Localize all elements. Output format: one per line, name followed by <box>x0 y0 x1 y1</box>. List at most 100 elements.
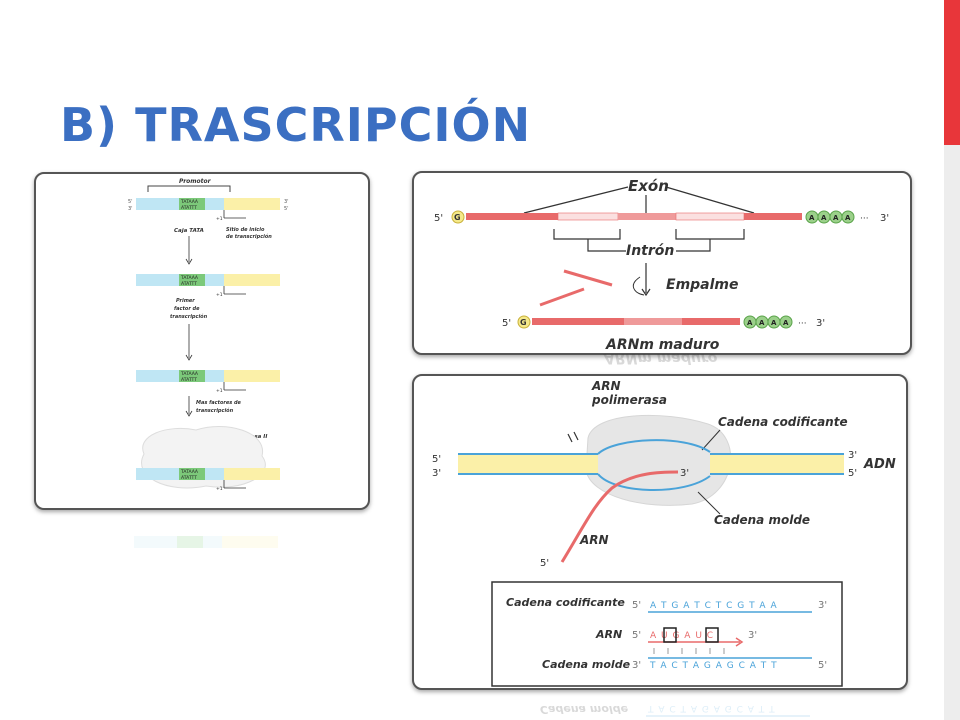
prime-3-right: 3' <box>284 199 289 205</box>
prime-5-right: 5' <box>848 468 857 479</box>
bubble-bottom-strand <box>597 473 711 491</box>
plus-one: +1 <box>216 292 223 298</box>
primer-factor-3: transcripción <box>170 313 208 320</box>
svg-text:Cadena molde: Cadena molde <box>540 703 629 716</box>
sequence-box <box>491 581 843 687</box>
exon-2 <box>618 213 676 220</box>
transcription-diagram: ARN polimerasa Cadena codificante 5' 3' … <box>432 379 896 687</box>
sitio-inicio-1: Sitio de inicio <box>226 227 265 233</box>
svg-text:A: A <box>845 214 851 222</box>
primer-factor-2: factor de <box>174 306 200 312</box>
prime-5-rna: 5' <box>540 558 549 569</box>
uracil-box-1 <box>663 627 677 643</box>
intron-1 <box>557 212 619 221</box>
rna-transcript <box>560 470 679 563</box>
side-bar <box>944 145 960 720</box>
slide-title: B) TRASCRIPCIÓN <box>60 98 532 152</box>
empalme-label: Empalme <box>666 277 739 293</box>
primer-factor-1: Primer <box>176 298 195 304</box>
dna-row-3: TATAAA ATATTT +1 Mas factores de transcr… <box>136 370 280 440</box>
seq-molde: T A C T A G A G C A T T <box>649 661 778 671</box>
seq-codificante: A T G A T C T C G T A A <box>650 601 778 611</box>
dna-row-1: TATAAA ATATTT 5' 3' 3' 5' +1 Caja TATA S… <box>128 198 289 265</box>
svg-text:5': 5' <box>632 600 641 611</box>
svg-text:3': 3' <box>816 318 825 329</box>
splicing-diagram: Exón 5' G A A A A ··· 3' Intrón <box>434 177 889 353</box>
svg-text:A: A <box>821 214 827 222</box>
mature-exon-3 <box>682 318 740 325</box>
poly-a-tail-mature: A A A A <box>743 315 793 329</box>
intron-2 <box>675 212 745 221</box>
svg-text:T A C T A G A G C A T T: T A C T A G A G C A T T <box>647 703 776 713</box>
svg-text:G: G <box>520 318 527 327</box>
box-bottom: ATATTT <box>181 475 197 481</box>
accent-bar <box>944 0 960 145</box>
transcription-reflection: Cadena molde T A C T A G A G C A T T <box>412 688 904 720</box>
mature-exon-1 <box>532 318 624 325</box>
prime-5: 5' <box>434 213 443 224</box>
poly-a-tail-top: A A A A <box>805 210 855 224</box>
box-top: TATAAA <box>180 371 199 377</box>
arn-polimerasa-2: polimerasa <box>591 393 667 407</box>
row-label-arn: ARN <box>595 628 622 641</box>
mature-exon-2 <box>624 318 682 325</box>
svg-text:A: A <box>833 214 839 222</box>
prime-5-mature: 5' <box>502 318 511 329</box>
box-bottom: ATATTT <box>181 281 197 287</box>
cadena-codificante-label: Cadena codificante <box>718 415 848 429</box>
box-top: TATAAA <box>180 275 199 281</box>
promoter-label: Promotor <box>179 178 212 185</box>
splicing-figure: Exón 5' G A A A A ··· 3' Intrón <box>412 171 912 355</box>
prime-5-left: 5' <box>432 454 441 465</box>
seq-arn: A U G A U C <box>650 631 714 641</box>
svg-text:A: A <box>809 214 815 222</box>
promoter-bracket <box>147 185 231 192</box>
caja-tata-label: Caja TATA <box>174 228 204 234</box>
svg-text:A: A <box>747 319 753 327</box>
arn-polimerasa-1: ARN <box>591 379 621 393</box>
adn-label: ADN <box>863 457 896 472</box>
dots: ··· <box>860 214 869 224</box>
prime-5: 5' <box>128 199 133 205</box>
bubble-top-strand <box>597 439 711 455</box>
exon-label: Exón <box>628 177 669 195</box>
svg-text:···: ··· <box>798 319 807 329</box>
mas-factores-2: transcripción <box>196 407 234 414</box>
box-bottom: ATATTT <box>181 205 197 211</box>
excised-intron-2 <box>539 287 585 307</box>
svg-text:A: A <box>771 319 777 327</box>
arn-label: ARN <box>579 533 609 547</box>
cadena-molde-label: Cadena molde <box>714 513 810 527</box>
transcription-figure: ARN polimerasa Cadena codificante 5' 3' … <box>412 374 908 690</box>
dna-right <box>710 454 844 474</box>
plus-one: +1 <box>216 216 223 222</box>
tata-box-diagram: Promotor TATAAA ATATTT 5' 3' 3' 5' +1 Ca… <box>128 178 289 492</box>
prime-3-right: 3' <box>848 450 857 461</box>
sitio-inicio-2: de transcripción <box>226 233 272 240</box>
prime-3-rna: 3' <box>680 468 689 479</box>
prime-3: 3' <box>880 213 889 224</box>
dna-row-2: TATAAA ATATTT +1 Primer factor de transc… <box>136 274 280 361</box>
intron-label: Intrón <box>626 243 674 259</box>
svg-text:5': 5' <box>818 660 827 671</box>
dna-left <box>458 454 598 474</box>
exon-1 <box>466 213 558 220</box>
box-bottom: ATATTT <box>181 377 197 383</box>
box-top: TATAAA <box>180 469 199 475</box>
svg-text:3': 3' <box>818 600 827 611</box>
uracil-box-2 <box>705 627 719 643</box>
mas-factores-1: Mas factores de <box>196 400 242 406</box>
tata-box-reflection <box>34 508 366 608</box>
row-label-molde: Cadena molde <box>542 658 631 671</box>
exon-3 <box>744 213 802 220</box>
row-label-codificante: Cadena codificante <box>506 596 625 609</box>
cap-label: G <box>454 213 461 222</box>
svg-text:A: A <box>759 319 765 327</box>
svg-text:5': 5' <box>632 630 641 641</box>
svg-text:3': 3' <box>748 630 757 641</box>
dna-row-4: TATAAA ATATTT +1 <box>136 426 280 492</box>
sequence-table: Cadena codificante 5' A T G A T C T C G … <box>491 581 843 687</box>
plus-one: +1 <box>216 388 223 394</box>
prime-3-left: 3' <box>432 468 441 479</box>
arnm-maduro-label: ARNm maduro <box>605 337 720 353</box>
